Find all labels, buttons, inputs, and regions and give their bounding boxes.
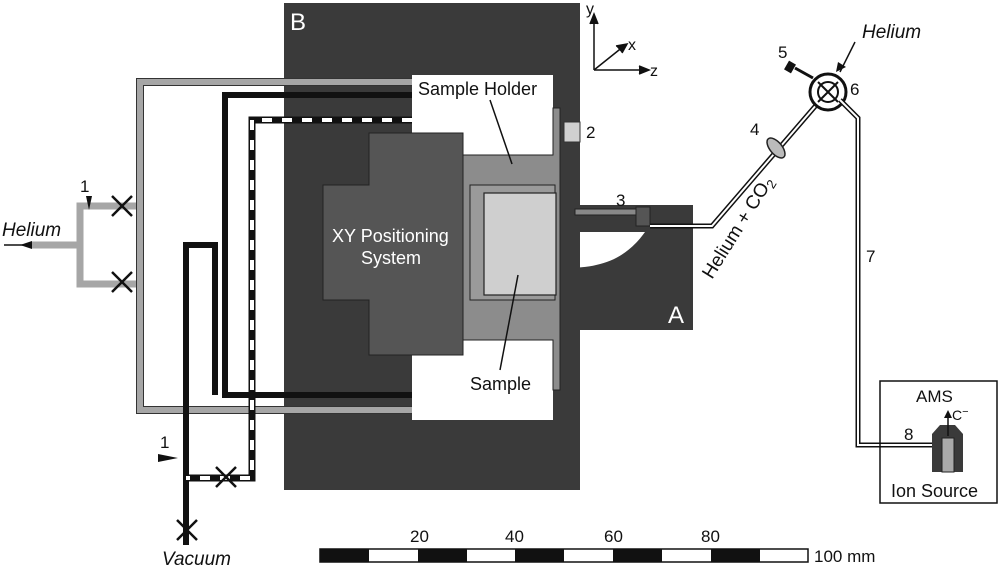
scale-tick-80: 80: [701, 527, 720, 546]
valve-5-stem: [794, 66, 814, 80]
helium-tubing-outline: [136, 78, 412, 414]
callout-arrow-1-bottom: [158, 454, 178, 462]
scale-tick-20: 20: [410, 527, 429, 546]
helium-top-label: Helium: [862, 22, 921, 43]
c-minus-arrowhead: [944, 410, 952, 418]
capillary-needle: [574, 208, 638, 216]
callout-arrow-1-top: [86, 196, 92, 210]
scale-bar-segments: [320, 549, 760, 562]
valve-x-marks: [111, 195, 237, 541]
callout-5: 5: [778, 43, 787, 62]
valve-5-knob: [784, 60, 796, 74]
callout-4: 4: [750, 120, 759, 139]
callout-2: 2: [586, 123, 595, 142]
ion-source-label: Ion Source: [891, 481, 978, 501]
sample-leader: [499, 274, 519, 371]
callout-7: 7: [866, 247, 875, 266]
sample-holder-label: Sample Holder: [418, 79, 537, 99]
valve-6-ports: [817, 81, 839, 103]
callout-8: 8: [904, 425, 913, 444]
housing-b: [284, 3, 580, 490]
callout-3: 3: [616, 191, 625, 210]
vacuum-main-line: [183, 242, 218, 545]
vacuum-line: [222, 92, 412, 398]
helium-tubing: [32, 78, 412, 414]
helium-top-arrowhead: [836, 62, 846, 72]
filter-4: [766, 137, 786, 159]
ams-label: AMS: [916, 387, 953, 406]
vacuum-label: Vacuum: [162, 549, 231, 569]
axis-y-label: y: [586, 1, 594, 18]
region-b-label: B: [290, 9, 306, 36]
callout-6: 6: [850, 80, 859, 99]
dashed-line-white: [186, 118, 412, 480]
sample-label: Sample: [470, 374, 531, 394]
scale-end-label: 100 mm: [814, 547, 875, 566]
scale-tick-40: 40: [505, 527, 524, 546]
callout-1-top: 1: [80, 177, 89, 196]
housing-a-mount: [565, 285, 585, 330]
region-a-label: A: [668, 302, 684, 329]
window-2: [563, 121, 581, 143]
xy-positioning-label-line1: XY Positioning: [332, 226, 449, 246]
scale-tick-60: 60: [604, 527, 623, 546]
helium-co2-capillary-inner: [650, 102, 819, 227]
sample-holder-leader: [489, 99, 513, 165]
ion-source-target: [941, 437, 955, 473]
capillary-connector: [635, 206, 651, 227]
helium-inlet-label: Helium: [2, 220, 61, 241]
xy-positioning-system: [322, 132, 464, 356]
axes-indicator: [589, 11, 652, 75]
housing-a: [565, 205, 693, 330]
xy-positioning-label-line2: System: [361, 248, 421, 268]
callout-1-bottom: 1: [160, 433, 169, 452]
ion-source-box: [879, 380, 998, 504]
sample: [483, 192, 557, 296]
axis-z-label: z: [650, 63, 658, 80]
axis-x-label: x: [628, 37, 636, 54]
c-minus-label: C−: [952, 406, 969, 423]
transfer-line-7-inner: [839, 99, 938, 446]
